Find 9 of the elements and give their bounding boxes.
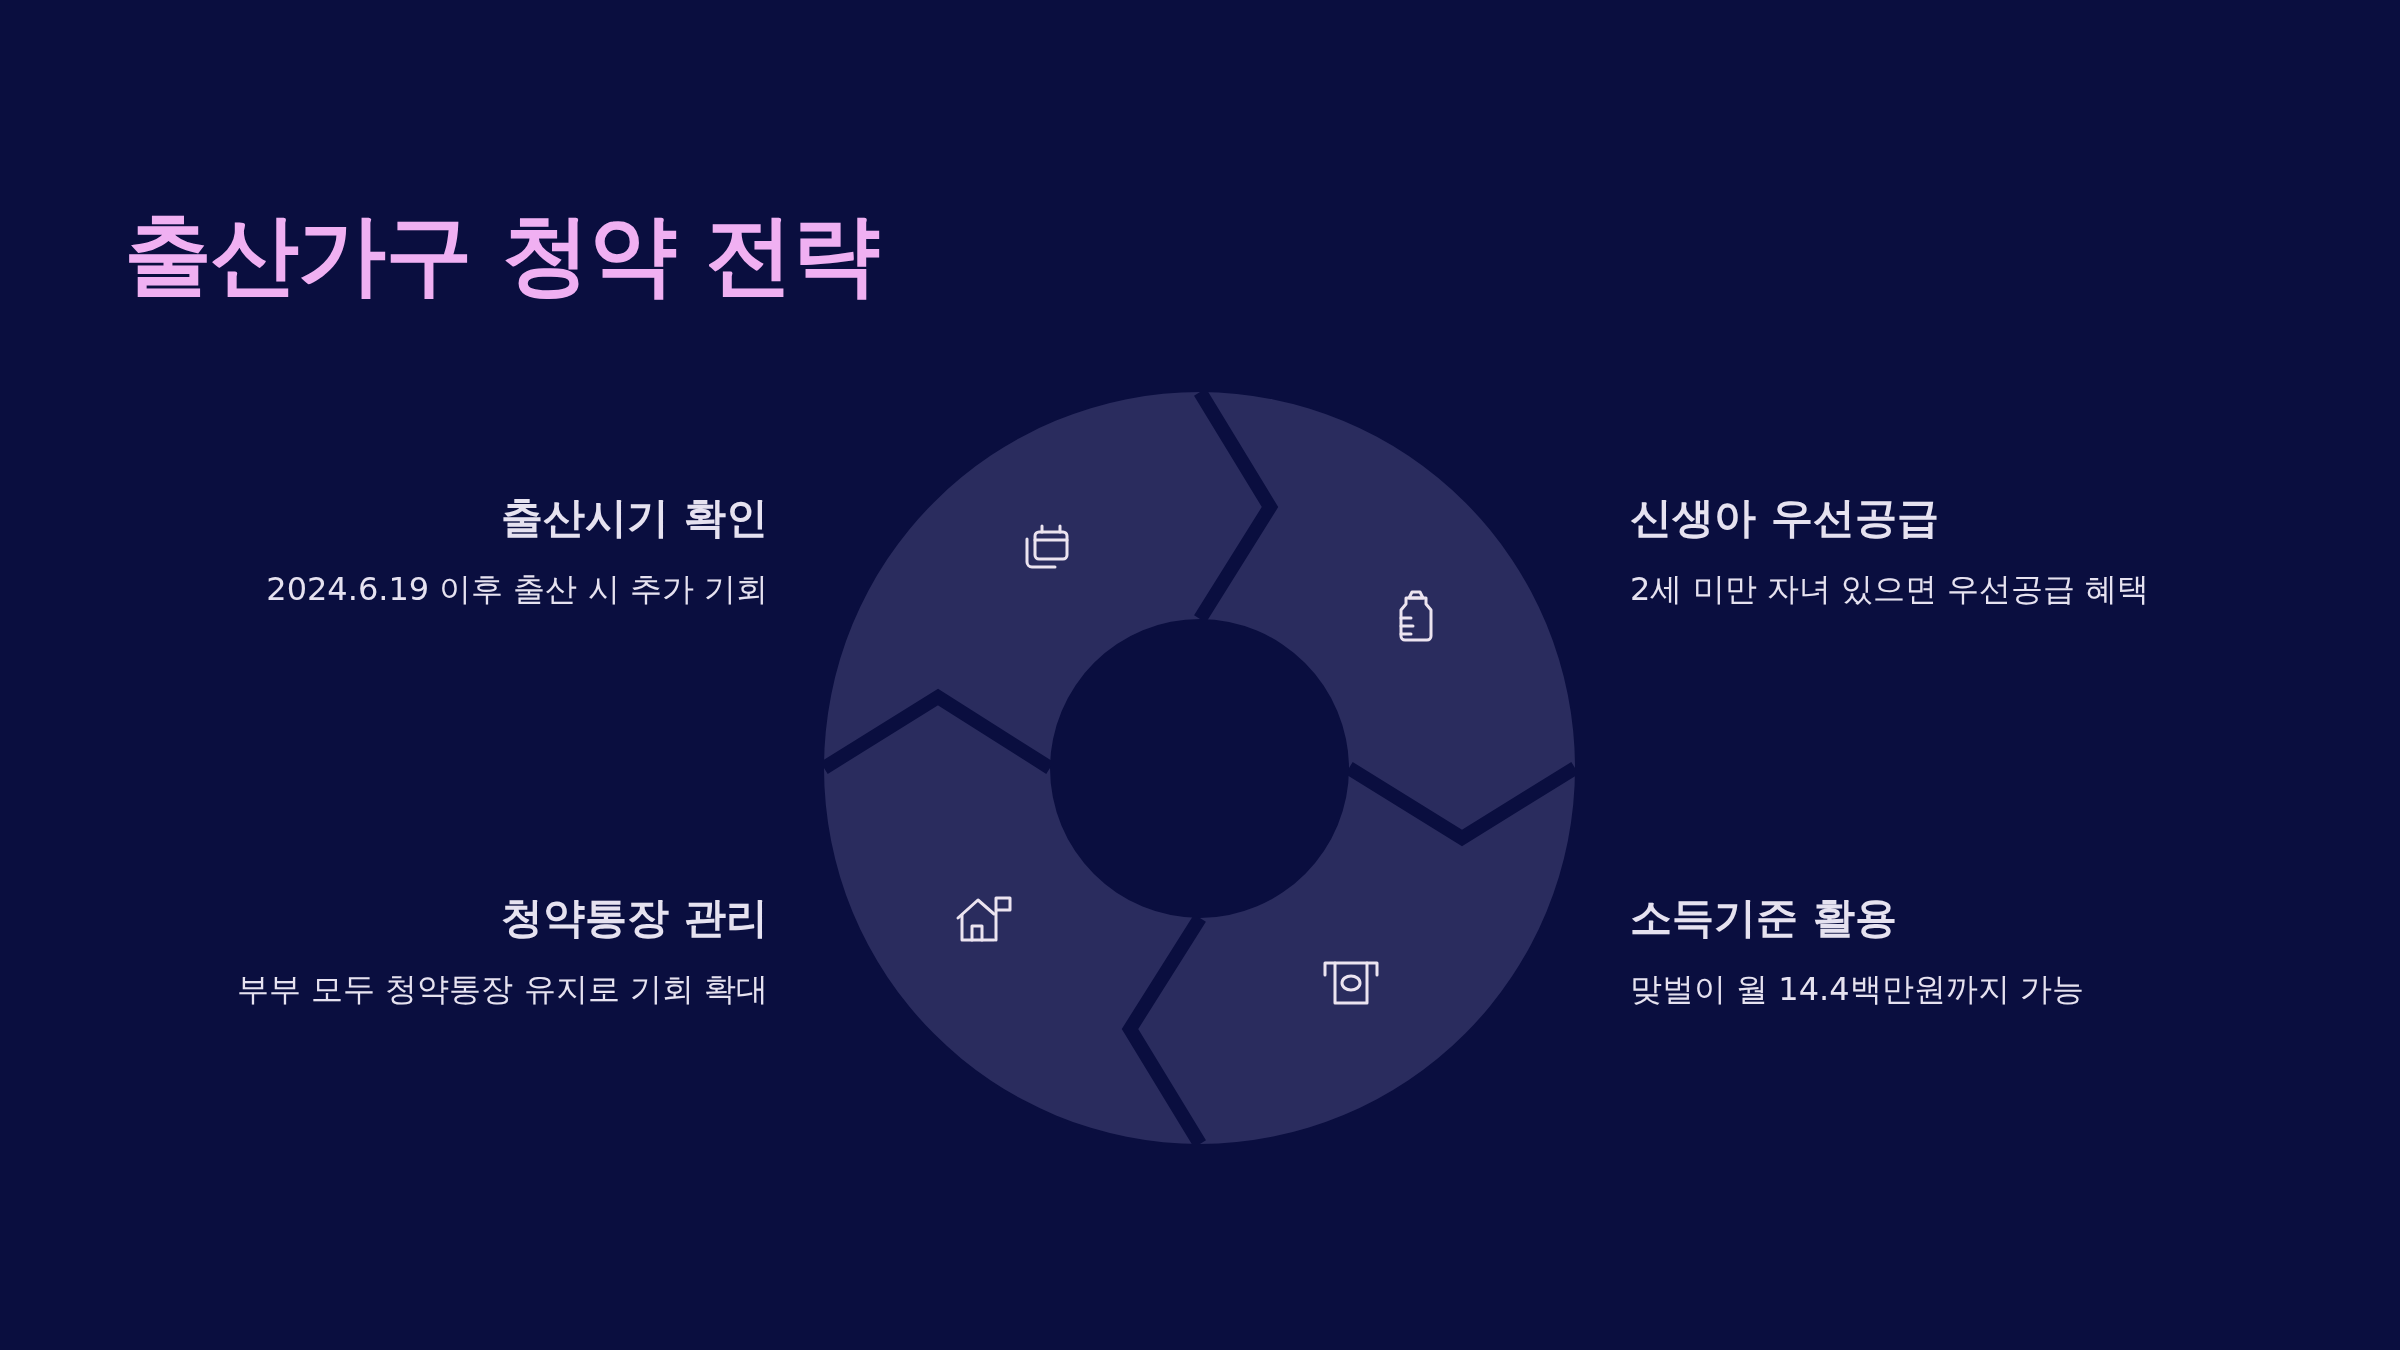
- step-description: 2024.6.19 이후 출산 시 추가 기회: [266, 569, 768, 610]
- title: 출산가구 청약 전략: [124, 202, 880, 308]
- step-description: 2세 미만 자녀 있으면 우선공급 혜택: [1630, 569, 2150, 610]
- step-heading: 출산시기 확인: [501, 492, 768, 544]
- step-heading: 신생아 우선공급: [1630, 492, 1939, 544]
- step-heading: 소득기준 활용: [1630, 892, 1897, 944]
- step-description: 부부 모두 청약통장 유지로 기회 확대: [237, 969, 768, 1010]
- step-description: 맞벌이 월 14.4백만원까지 가능: [1630, 969, 2084, 1010]
- step-heading: 청약통장 관리: [501, 892, 768, 944]
